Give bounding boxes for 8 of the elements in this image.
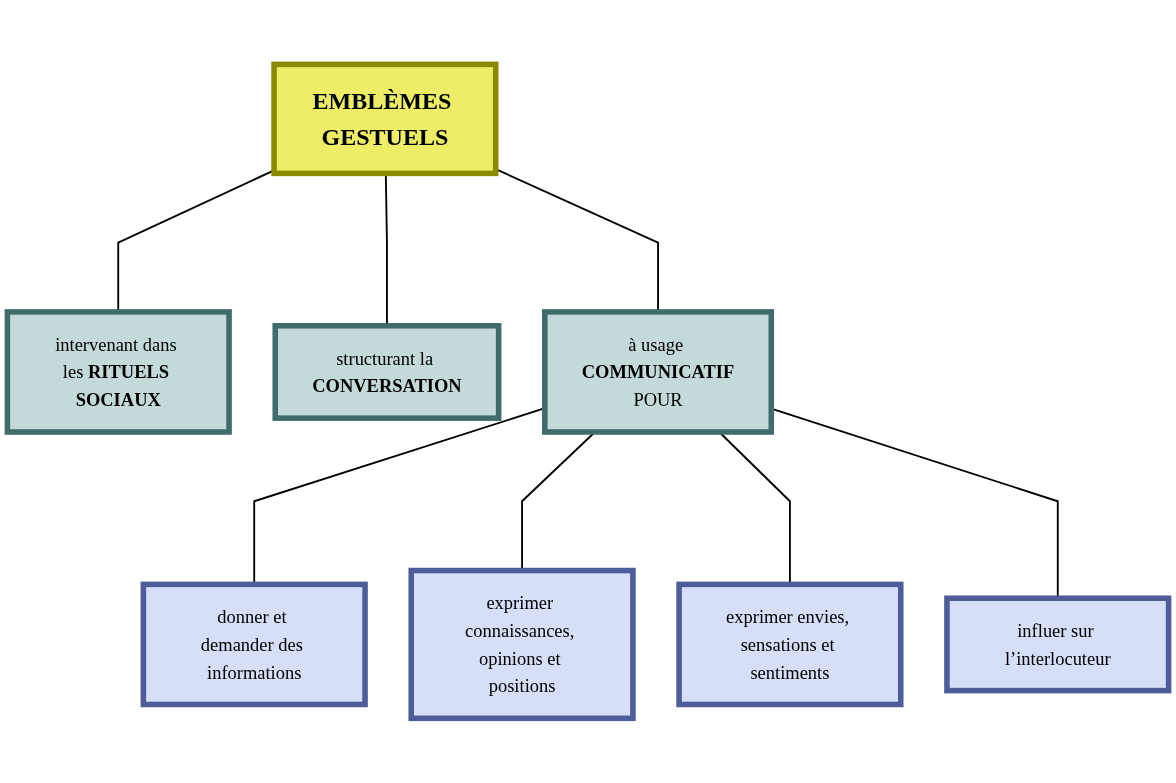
node-box: exprimer connaissances, opinions et positions bbox=[408, 567, 636, 722]
node-box: à usage COMMUNICATIF POUR bbox=[542, 309, 775, 435]
node-box: EMBLÈMES GESTUELS bbox=[271, 61, 499, 177]
node-box: exprimer envies, sensations et sentiments bbox=[676, 581, 904, 708]
node-box: donner et demander des informations bbox=[140, 581, 368, 708]
node-box: intervenant dans les RITUELS SOCIAUX bbox=[4, 309, 232, 435]
node-box: influer sur l’interlocuteur bbox=[944, 595, 1172, 694]
node-box: structurant la CONVERSATION bbox=[272, 323, 502, 422]
